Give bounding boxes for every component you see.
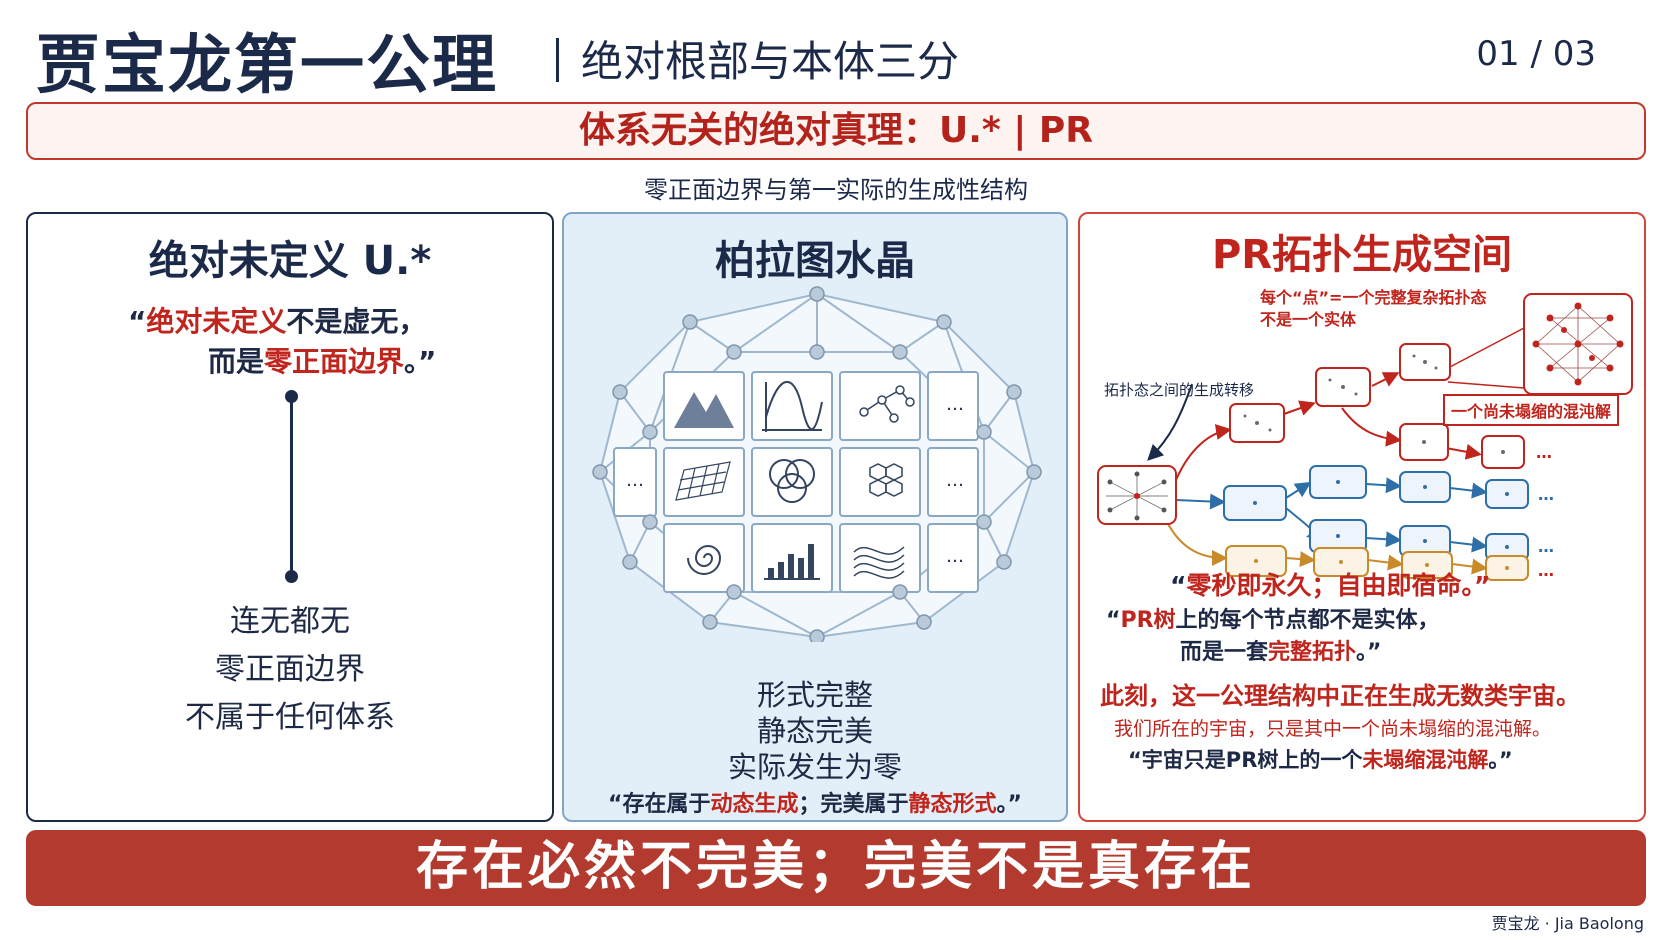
transition-annotation: 拓扑态之间的生成转移 — [1104, 381, 1255, 399]
panel-title-pr: PR拓扑生成空间 — [1211, 232, 1513, 278]
zoom-line — [1447, 381, 1525, 389]
quote-mark: “ — [1170, 571, 1187, 600]
branch-ellipses: … … … … — [1536, 443, 1554, 580]
quote-text: 。” — [996, 792, 1022, 817]
venn-icon — [769, 459, 815, 503]
pr-quote-1: “零秒即永久；自由即宿命。” — [1170, 566, 1490, 602]
pr-sub-statement: 我们所在的宇宙，只是其中一个尚未塌缩的混沌解。 — [1114, 718, 1552, 740]
quote-text: 而是 — [208, 345, 265, 378]
crystal-line: 实际发生为零 — [727, 750, 902, 784]
pr-quote-2-line2: 而是一套完整拓扑。” — [1180, 634, 1382, 666]
blue-branch-arrows — [1175, 477, 1488, 553]
pr-tree-diagram: … … … … — [1097, 293, 1633, 581]
quote-highlight: 绝对未定义 — [146, 305, 287, 338]
crystal-line: 静态完美 — [756, 714, 873, 748]
quote-highlight: 未塌缩混沌解 — [1362, 748, 1489, 772]
pr-quote-2-line1: “PR树上的每个节点都不是实体， — [1106, 602, 1440, 634]
quote-text: 不是虚无， — [286, 305, 427, 338]
ellipsis-text: … — [1538, 561, 1554, 580]
quote-text: 。” — [404, 345, 437, 378]
ellipsis-text: … — [946, 394, 964, 415]
undefined-line: 零正面边界 — [215, 652, 365, 687]
truth-banner: 体系无关的绝对真理：U.* | PR — [26, 102, 1646, 160]
wave-icon — [853, 546, 905, 579]
quote-text: “存在属于 — [608, 792, 711, 817]
grid-icon — [675, 461, 731, 501]
ellipsis-text: … — [1538, 537, 1554, 556]
point-annotation: 每个“点”=一个完整复杂拓扑态 — [1260, 288, 1487, 307]
undefined-line: 不属于任何体系 — [185, 700, 395, 735]
crystal-quote: “存在属于动态生成；完美属于静态形式。” — [564, 786, 1066, 818]
quote-text: 零秒即永久；自由即宿命。” — [1186, 571, 1491, 600]
red-branch-arrows — [1175, 372, 1482, 481]
quote-mark: “ — [128, 305, 147, 338]
page-title: 贾宝龙第一公理 — [36, 29, 498, 103]
pr-quote-3: “宇宙只是PR树上的一个未塌缩混沌解。” — [1128, 744, 1513, 774]
truth-banner-subtitle: 零正面边界与第一实际的生成性结构 — [644, 176, 1028, 204]
page-subtitle: 绝对根部与本体三分 — [581, 37, 960, 86]
quote-highlight: 静态形式 — [908, 792, 997, 817]
quote-mark: “ — [1106, 608, 1121, 633]
header: 贾宝龙第一公理 绝对根部与本体三分 01 / 03 — [36, 14, 1636, 103]
chaos-solution-tag: 一个尚未塌缩的混沌解 — [1443, 394, 1620, 426]
platonic-crystal-panel: 柏拉图水晶 — [562, 212, 1068, 822]
ellipsis-text: … — [626, 470, 644, 491]
quote-text: ；完美属于 — [798, 792, 909, 817]
line-endpoint-bottom — [285, 570, 298, 583]
panel-title-undefined: 绝对未定义 U.* — [148, 238, 432, 284]
spiral-icon — [687, 545, 722, 575]
magnified-node — [1523, 293, 1633, 395]
zoom-line — [1447, 327, 1525, 369]
conclusion-banner: 存在必然不完美；完美不是真存在 — [26, 830, 1646, 906]
crystal-illustration: … … … … — [592, 286, 1042, 642]
quote-highlight: 动态生成 — [710, 792, 799, 817]
root-node — [1097, 465, 1177, 525]
network-icon — [859, 385, 915, 423]
quote-text: “宇宙只是PR树上的一个 — [1128, 748, 1363, 772]
point-annotation-sub: 不是一个实体 — [1260, 310, 1357, 329]
ellipsis-text: … — [946, 546, 964, 567]
undefined-quote-line2: 而是零正面边界。” — [208, 340, 436, 380]
quote-highlight: 零正面边界 — [264, 345, 405, 378]
transition-arrow — [1147, 383, 1193, 461]
page-number: 01 / 03 — [1476, 34, 1596, 74]
quote-text: 上的每个节点都不是实体， — [1175, 608, 1440, 633]
orange-branch-arrows — [1165, 519, 1488, 575]
ellipsis-text: … — [1536, 443, 1552, 462]
vertical-connector — [290, 396, 293, 576]
ellipsis-marks: … … … … — [626, 394, 964, 567]
ellipsis-text: … — [946, 470, 964, 491]
title-divider — [556, 38, 559, 82]
panel-title-crystal: 柏拉图水晶 — [715, 238, 915, 284]
pr-statement: 此刻，这一公理结构中正在生成无数类宇宙。 — [1100, 682, 1580, 710]
ellipsis-text: … — [1538, 485, 1554, 504]
blue-nodes — [1223, 465, 1529, 561]
crystal-cells — [613, 371, 979, 593]
bar-chart-icon — [764, 544, 820, 580]
mountain-icon — [674, 392, 734, 428]
undefined-quote-line1: “绝对未定义不是虚无， — [128, 300, 426, 340]
quote-highlight: PR树 — [1120, 608, 1176, 633]
author-credit: 贾宝龙 · Jia Baolong — [1491, 914, 1644, 933]
pr-topology-panel: PR拓扑生成空间 每个“点”=一个完整复杂拓扑态 不是一个实体 拓扑态之间的生成… — [1078, 212, 1646, 822]
crystal-vertices — [592, 286, 1042, 642]
node-inner-dots — [1243, 354, 1509, 570]
quote-text: 。” — [1488, 748, 1513, 772]
sine-curve-icon — [762, 381, 823, 432]
absolute-undefined-panel: 绝对未定义 U.* “绝对未定义不是虚无， 而是零正面边界。” 连无都无 零正面… — [26, 212, 554, 822]
quote-text: 。” — [1356, 640, 1382, 665]
quote-highlight: 完整拓扑 — [1268, 640, 1357, 665]
crystal-line: 形式完整 — [756, 678, 873, 712]
quote-text: 而是一套 — [1180, 640, 1269, 665]
hexagon-icon — [869, 463, 903, 497]
undefined-line: 连无都无 — [230, 604, 350, 639]
